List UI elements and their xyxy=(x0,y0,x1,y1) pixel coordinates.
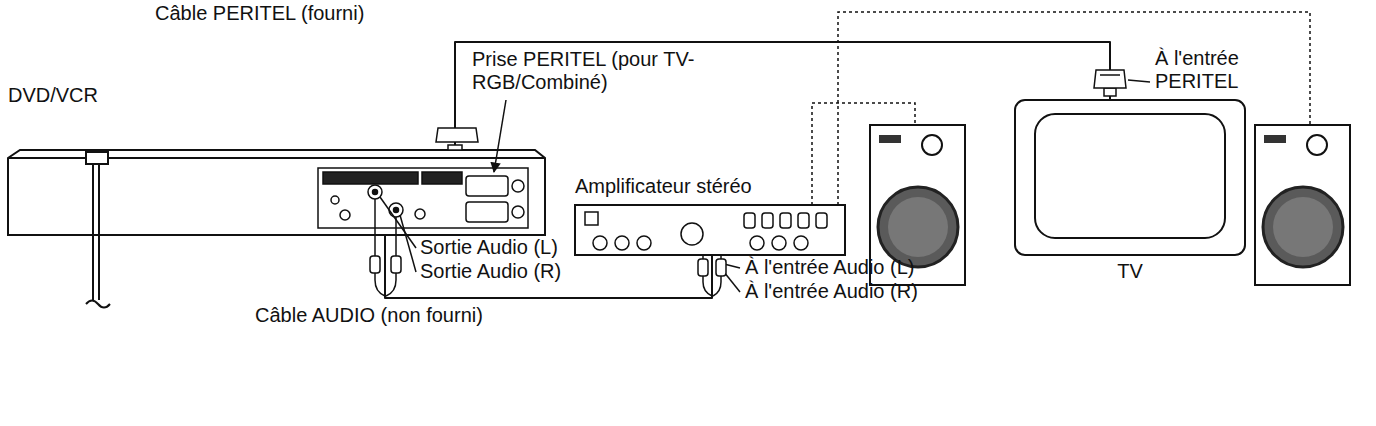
rear-panel-part xyxy=(394,208,399,213)
leader-lines-part xyxy=(494,100,506,172)
rca-plugs xyxy=(370,199,726,296)
cable-label: Câble AUDIO (non fourni) xyxy=(255,304,483,327)
leader-lines-part xyxy=(400,215,416,272)
left-speaker-part xyxy=(922,135,942,155)
right-speaker-part xyxy=(1264,135,1286,143)
stereo-amplifier: Amplificateur stéréo xyxy=(575,205,845,255)
rca-plugs-part xyxy=(391,256,401,273)
amplifier-body xyxy=(575,205,845,255)
rear-panel-part xyxy=(368,185,382,199)
amplifier-body-part xyxy=(575,205,845,255)
amplifier-body-part xyxy=(585,212,598,225)
device-name: DVD/VCR xyxy=(8,84,98,107)
amplifier-body-part xyxy=(637,236,651,250)
rear-panel-part xyxy=(331,196,339,204)
right-speaker-part xyxy=(1307,135,1327,155)
rear-panel-part xyxy=(373,190,378,195)
rca-plugs-part xyxy=(703,276,712,296)
rear-panel-part xyxy=(318,168,528,228)
device-name: TV xyxy=(1015,260,1245,283)
rca-plugs-part xyxy=(374,199,376,256)
rca-plugs-part xyxy=(698,259,708,276)
scart-plug-part xyxy=(1104,88,1116,96)
right-speaker xyxy=(1255,125,1350,285)
power-cord-part xyxy=(86,301,110,308)
rear-panel-part xyxy=(340,210,350,220)
scart-plug-part xyxy=(1094,70,1126,88)
rear-panel-part xyxy=(466,202,508,222)
power-cord-part xyxy=(92,164,94,300)
leader-lines xyxy=(380,80,1150,292)
amplifier-body-part xyxy=(762,213,773,228)
amplifier-body-part xyxy=(750,236,764,250)
callout-label: Sortie Audio (R) xyxy=(420,260,561,283)
right-speaker-part xyxy=(1255,125,1350,285)
right-speaker-part xyxy=(1273,197,1333,257)
left-speaker-part xyxy=(878,187,958,267)
leader-lines-part xyxy=(724,272,740,292)
rear-panel xyxy=(318,168,528,228)
tv-body xyxy=(1015,100,1245,255)
callout-label: Sortie Audio (L) xyxy=(420,236,558,259)
device-name: Amplificateur stéréo xyxy=(575,175,752,198)
callout-label: À l'entrée Audio (R) xyxy=(745,280,918,303)
rca-plugs-part xyxy=(386,273,396,296)
amplifier-body-part xyxy=(615,236,629,250)
rear-panel-part xyxy=(466,176,508,196)
vcr-body-part xyxy=(86,152,108,164)
vcr-body-part xyxy=(8,150,545,235)
leader-lines-part xyxy=(1128,80,1150,82)
scart-plug-part xyxy=(448,145,462,150)
rear-panel-part xyxy=(323,172,418,184)
left-speaker-part xyxy=(879,135,901,143)
amplifier-body-part xyxy=(681,223,703,245)
callout-label: À l'entrée Audio (L) xyxy=(745,256,914,279)
amplifier-body-part xyxy=(772,236,786,250)
tv-body-part xyxy=(1035,114,1225,238)
vcr-body xyxy=(8,150,545,235)
callout-label: Prise PERITEL (pour TV-RGB/Combiné) xyxy=(472,48,712,94)
rear-panel-part xyxy=(422,172,462,184)
power-cord xyxy=(86,164,110,308)
amplifier-body-part xyxy=(798,213,809,228)
amplifier-body-part xyxy=(744,213,755,228)
cable xyxy=(385,235,712,298)
scart-plug-part xyxy=(436,128,478,142)
right-speaker-part xyxy=(1263,187,1343,267)
rear-panel-part xyxy=(512,180,524,192)
rca-plugs-part xyxy=(375,273,385,296)
tv-set: TV xyxy=(1015,100,1245,255)
power-cord-part xyxy=(98,164,100,300)
cable-label: Câble PERITEL (fourni) xyxy=(155,2,364,25)
tv-body-part xyxy=(1015,100,1245,255)
left-speaker-part xyxy=(888,197,948,257)
cable xyxy=(455,42,1110,150)
rca-plugs-part xyxy=(713,276,721,296)
amplifier-body-part xyxy=(794,236,808,250)
vcr-unit: DVD/VCR xyxy=(8,150,545,235)
rca-plugs-part xyxy=(370,256,380,273)
rca-plugs-part xyxy=(395,217,397,256)
amplifier-body-part xyxy=(816,213,827,228)
amplifier-body-part xyxy=(593,236,607,250)
rear-panel-part xyxy=(512,206,524,218)
rear-panel-part xyxy=(415,209,425,219)
amplifier-body-part xyxy=(780,213,791,228)
scart-plug-part xyxy=(1100,74,1120,76)
rear-panel-part xyxy=(389,203,403,217)
callout-label: À l'entrée PERITEL xyxy=(1155,47,1280,93)
rca-plugs-part xyxy=(716,259,726,276)
